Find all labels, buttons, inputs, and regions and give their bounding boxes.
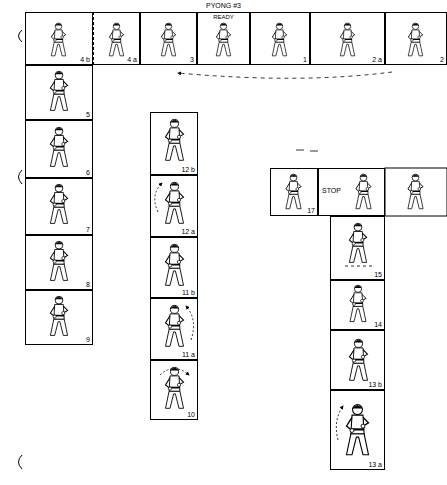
figure — [356, 174, 371, 209]
figure — [166, 119, 184, 160]
step-panel: 1 — [250, 12, 310, 65]
step-panel: 14 — [330, 280, 385, 330]
step-panel: 2 a — [310, 12, 385, 65]
figure — [166, 367, 184, 408]
step-number: 10 — [186, 411, 196, 418]
step-number: 4 b — [79, 56, 91, 63]
bracket — [19, 455, 23, 469]
movement-arrow — [178, 72, 392, 78]
step-panel: 11 a — [150, 298, 198, 360]
step-number: 17 — [306, 207, 316, 214]
step-number: 1 — [302, 56, 308, 63]
step-number: 8 — [85, 281, 91, 288]
form-title: PYONG #3 — [205, 2, 242, 9]
step-panel: 9 — [25, 290, 93, 345]
step-number: 11 a — [181, 351, 196, 358]
step-number: 13 a — [367, 461, 383, 468]
movement-arrow — [336, 406, 343, 440]
figure — [166, 244, 184, 285]
step-panel: 12 b — [150, 112, 198, 175]
figure — [349, 223, 366, 262]
step-panel: 17 — [270, 168, 318, 216]
movement-arrow — [186, 306, 194, 340]
step-panel: 3 — [140, 12, 197, 65]
step-number: 9 — [85, 336, 91, 343]
figure — [216, 23, 230, 56]
step-label: STOP — [321, 187, 342, 194]
bracket — [19, 170, 23, 184]
figure — [408, 23, 422, 56]
step-panel: 13 b — [330, 330, 385, 390]
step-panel: 2 — [385, 12, 447, 65]
figure — [286, 174, 301, 209]
figure — [50, 127, 67, 166]
figure — [272, 23, 286, 56]
step-number: 15 — [373, 271, 383, 278]
step-panel: 4 b — [25, 12, 93, 65]
figure — [51, 23, 65, 56]
step-number: 2 — [439, 56, 445, 63]
step-number: 2 a — [371, 56, 383, 63]
movement-arrow — [155, 183, 162, 212]
figure — [50, 241, 67, 280]
step-panel: 15 — [330, 216, 385, 280]
step-panel: 12 a — [150, 175, 198, 237]
step-number: 11 b — [181, 289, 196, 296]
figure — [347, 405, 369, 455]
step-panel: 5 — [25, 65, 93, 120]
step-number: 5 — [85, 111, 91, 118]
figure — [50, 71, 67, 110]
step-panel: 10 — [150, 360, 198, 420]
step-panel: 6 — [25, 120, 93, 178]
figure — [50, 296, 67, 335]
step-panel: 7 — [25, 178, 93, 235]
step-panel: 8 — [25, 235, 93, 290]
step-number: 4 a — [126, 56, 138, 63]
dash-mark — [296, 150, 318, 151]
step-panel — [385, 168, 447, 216]
step-number: 7 — [85, 226, 91, 233]
figure — [166, 305, 184, 346]
step-panel: 13 a — [330, 390, 385, 470]
step-label: READY — [212, 14, 235, 20]
figure — [408, 174, 423, 209]
figure — [166, 182, 184, 223]
figure — [350, 285, 366, 321]
step-panel: READY — [197, 12, 250, 65]
step-panel: 11 b — [150, 237, 198, 298]
figure — [50, 184, 67, 223]
step-number: 6 — [85, 169, 91, 176]
step-panel: STOP — [318, 168, 385, 216]
figure — [350, 339, 368, 380]
movement-arrow — [345, 266, 372, 267]
step-number: 13 b — [367, 381, 383, 388]
step-number: 12 b — [180, 166, 196, 173]
step-number: 3 — [189, 56, 195, 63]
step-number: 12 a — [180, 228, 196, 235]
bracket — [19, 30, 23, 42]
step-panel: 4 a — [93, 12, 140, 65]
figure — [109, 23, 123, 56]
figure — [161, 23, 175, 56]
figure — [340, 23, 354, 56]
movement-arrow — [160, 369, 189, 376]
step-number: 14 — [373, 321, 383, 328]
